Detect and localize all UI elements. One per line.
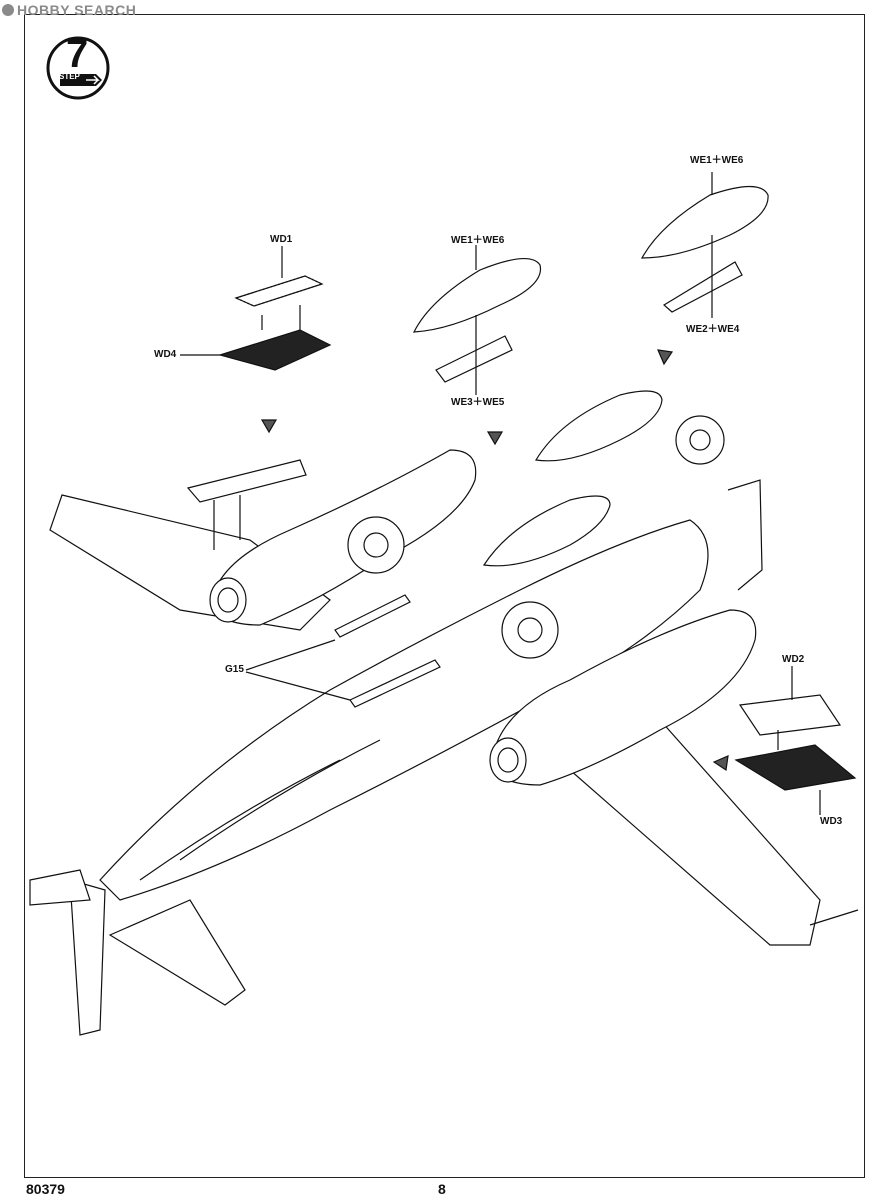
g15-parts: [245, 594, 441, 708]
step-badge: 7 STEP: [46, 32, 110, 100]
hobby-search-logo-icon: [2, 4, 14, 16]
product-code: 80379: [26, 1181, 65, 1197]
label-we1-we6-center: WE1＋WE6: [451, 235, 505, 246]
step-number: 7: [66, 32, 89, 76]
wd1-part: [234, 246, 324, 307]
page-border-frame: [24, 14, 865, 1178]
label-we3-we5: WE3＋WE5: [451, 397, 505, 408]
main-wheel-left: [347, 516, 405, 574]
page-number: 8: [438, 1181, 446, 1197]
right-engine-nacelle: [489, 609, 757, 786]
label-we1-we6-right: WE1＋WE6: [690, 155, 744, 166]
drop-tank-right: [640, 172, 769, 318]
left-engine-nacelle: [209, 449, 477, 626]
label-wd3: WD3: [820, 816, 843, 827]
label-wd1: WD1: [270, 234, 293, 245]
wd2-wd3-parts: [734, 666, 857, 815]
label-wd4: WD4: [154, 349, 177, 360]
step-badge-icon: [46, 36, 110, 100]
nose-wheel: [675, 415, 725, 465]
aircraft-tail: [29, 869, 246, 1036]
label-g15: G15: [225, 664, 244, 675]
hobby-search-watermark: HOBBY SEARCH: [2, 2, 136, 18]
label-we2-we4: WE2＋WE4: [686, 324, 740, 335]
drop-tank-center: [413, 245, 542, 395]
main-wheel-right: [501, 601, 559, 659]
label-wd2: WD2: [782, 654, 805, 665]
aircraft-fuselage: [99, 519, 709, 901]
step-word: STEP: [59, 72, 80, 81]
wd4-part: [180, 305, 332, 371]
